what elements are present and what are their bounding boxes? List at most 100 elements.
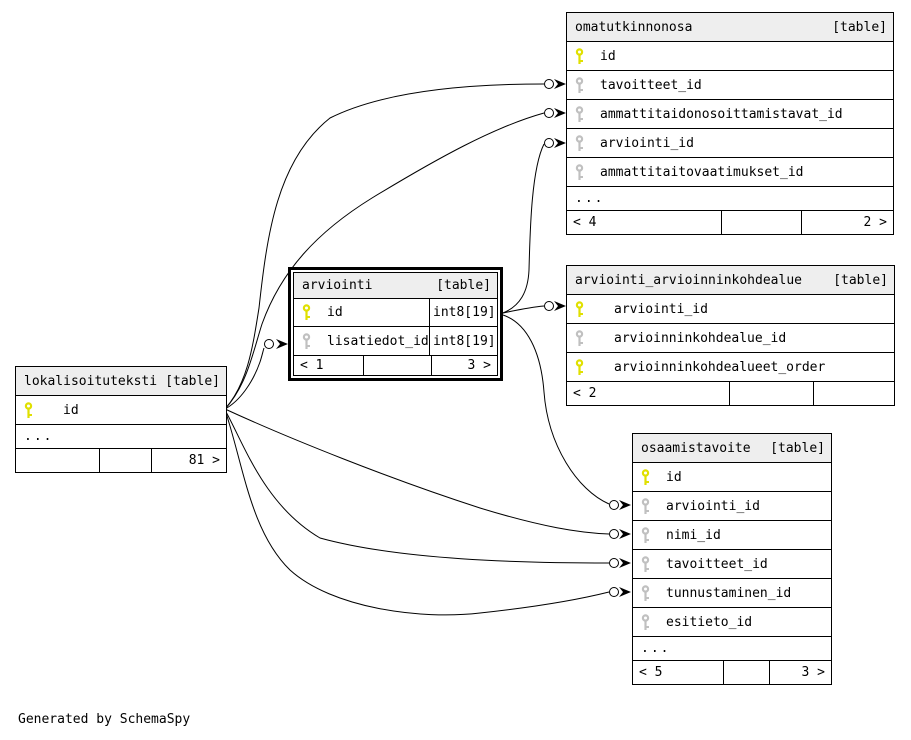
footer-left-count: < 4 [573,215,597,230]
cardinality-circle [609,587,619,597]
table-footer: 81 > [16,448,226,472]
column-name: arviointi_id [614,301,708,317]
column-row[interactable]: lisatiedot_id int8[19] [293,327,498,356]
cardinality-circle [264,339,274,349]
column-row[interactable]: tunnustaminen_id [633,578,831,607]
arrowhead-icon [619,500,631,510]
relationship-line [224,409,610,616]
column-name: esitieto_id [666,614,753,630]
column-name: id [666,469,682,485]
table-header[interactable]: lokalisoituteksti [table] [16,367,226,395]
column-row[interactable]: id [633,462,831,491]
cardinality-circle [609,558,619,568]
footer-mid-cell [99,449,151,472]
table-footer: < 4 2 > [567,210,893,234]
footer-left-count: < 1 [300,358,324,373]
foreign-key-icon [641,497,650,514]
table-arviointi_arvioinninkohdealue: arviointi_arvioinninkohdealue [table] ar… [566,265,895,406]
column-row[interactable]: arviointi_id [567,128,893,157]
column-name: nimi_id [666,527,721,543]
column-row[interactable]: id [16,395,226,424]
relationship-lokalisoituteksti-osaamistavoite-tunnustaminen [224,409,631,616]
foreign-key-icon [575,105,584,122]
foreign-key-icon [641,584,650,601]
column-name: arvioinninkohdealueet_order [614,359,826,375]
relationship-arviointi-omatutkinnonosa-arviointi [502,138,566,314]
table-header[interactable]: arviointi [table] [293,272,498,298]
column-row[interactable]: arvioinninkohdealue_id [567,323,894,352]
cardinality-circle [544,79,554,89]
column-row[interactable]: arviointi_id [567,294,894,323]
column-name: arviointi_id [666,498,760,514]
footer-mid-cell [721,211,801,234]
footer-left-count: < 5 [639,665,663,680]
column-name: id [63,402,79,418]
column-type: int8[19] [429,299,497,326]
foreign-key-icon [641,526,650,543]
footer-right-count: 2 > [801,211,893,234]
column-row[interactable]: ammattitaidonosoittamistavat_id [567,99,893,128]
foreign-key-icon [575,163,584,180]
relationship-lokalisoituteksti-arviointi-lisatiedot [224,339,288,410]
table-footer: < 2 [567,381,894,405]
primary-key-icon [575,300,584,317]
column-row[interactable]: tavoitteet_id [567,70,893,99]
arrowhead-icon [554,301,566,311]
column-row[interactable]: ammattitaitovaatimukset_id [567,157,893,186]
more-columns-indicator: ... [567,186,893,210]
table-tag: [table] [832,19,887,35]
table-title: arviointi [302,278,373,293]
primary-key-icon [575,47,584,64]
column-name: tavoitteet_id [600,77,702,93]
arrowhead-icon [619,587,631,597]
foreign-key-icon [575,76,584,93]
footer-left-count [16,449,99,472]
foreign-key-icon [302,332,311,349]
foreign-key-icon [575,134,584,151]
relationship-lokalisoituteksti-osaamistavoite-tavoitteet [224,409,631,568]
foreign-key-icon [575,329,584,346]
footer-right-count: 3 > [769,661,831,684]
table-tag: [table] [833,272,888,288]
column-row[interactable]: nimi_id [633,520,831,549]
column-row[interactable]: id [567,41,893,70]
arrowhead-icon [619,558,631,568]
arrowhead-icon [554,79,566,89]
table-header[interactable]: omatutkinnonosa [table] [567,13,893,41]
table-tag: [table] [770,440,825,456]
table-tag: [table] [165,373,220,389]
foreign-key-icon [641,613,650,630]
column-row[interactable]: arvioinninkohdealueet_order [567,352,894,381]
table-footer: < 1 3 > [293,356,498,376]
cardinality-circle [544,108,554,118]
footer-right-count: 3 > [431,356,497,375]
column-name: arviointi_id [600,135,694,151]
generator-note: Generated by SchemaSpy [18,712,191,727]
column-type: int8[19] [429,327,497,355]
relationship-line [224,409,610,564]
footer-right-count [813,382,894,405]
primary-key-icon [575,358,584,375]
table-header[interactable]: osaamistavoite [table] [633,434,831,462]
column-name: id [600,48,616,64]
table-arviointi: arviointi [table] id int8[19] lisatiedot… [293,272,498,376]
table-title: lokalisoituteksti [24,373,158,389]
table-header[interactable]: arviointi_arvioinninkohdealue [table] [567,266,894,294]
table-title: omatutkinnonosa [575,19,693,35]
relationship-line [224,347,265,410]
column-row[interactable]: arviointi_id [633,491,831,520]
footer-mid-cell [729,382,813,405]
column-name: arvioinninkohdealue_id [614,330,787,346]
cardinality-circle [544,138,554,148]
relationship-lokalisoituteksti-osaamistavoite-nimi [224,408,631,539]
column-name: id [327,305,343,320]
relationship-line [502,305,545,314]
arrowhead-icon [554,138,566,148]
primary-key-icon [641,468,650,485]
column-row[interactable]: tavoitteet_id [633,549,831,578]
column-row[interactable]: id int8[19] [293,298,498,327]
column-name: tavoitteet_id [666,556,768,572]
column-row[interactable]: esitieto_id [633,607,831,636]
primary-key-icon [24,401,33,418]
column-name: ammattitaidonosoittamistavat_id [600,106,843,122]
